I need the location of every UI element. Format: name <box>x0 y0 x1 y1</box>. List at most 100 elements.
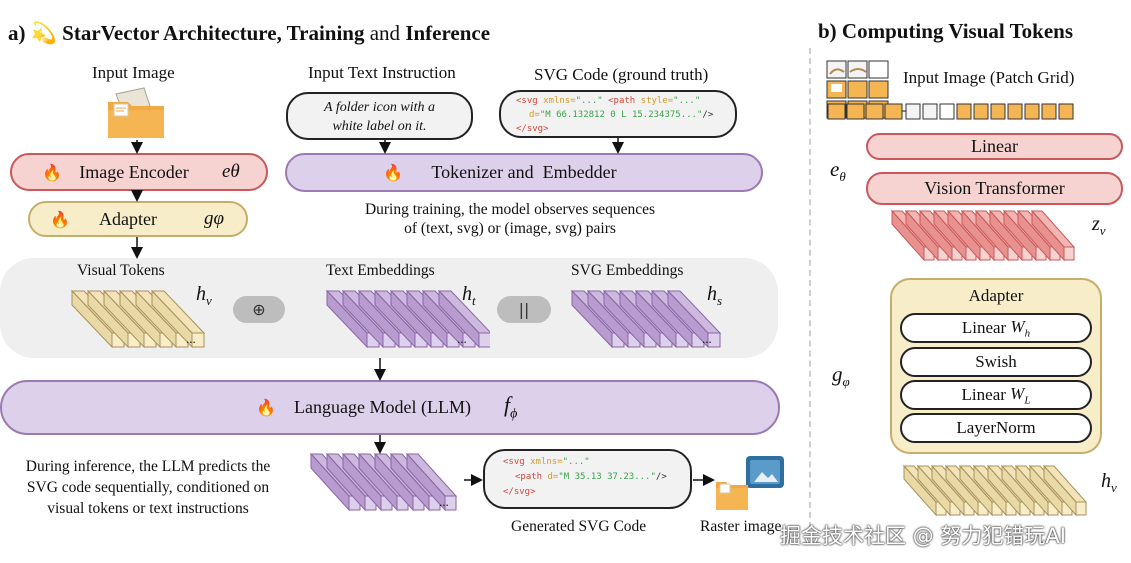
gt-code-close: /> <box>702 110 714 120</box>
svg-code-label: SVG Code (ground truth) <box>534 65 709 84</box>
linear-block: Linear <box>866 133 1123 160</box>
ellipsis: ... <box>439 494 449 509</box>
g-phi-symbol: gφ <box>832 362 850 390</box>
gt-code-xmlns-attr: xmlns= <box>537 96 576 106</box>
svg-embeddings-label: SVG Embeddings <box>571 262 684 279</box>
gt-code-style-value: "..." <box>673 96 701 106</box>
raster-image-label: Raster image <box>700 518 782 535</box>
patch-cell <box>1024 103 1040 120</box>
gt-code-path-tag: <path <box>602 96 636 106</box>
adapter-detail-title: Adapter <box>968 286 1024 305</box>
gt-code-line-3: </svg> <box>516 124 549 134</box>
llm-block: 🔥 Language Model (LLM) fϕ <box>0 380 780 435</box>
linear-wl-label: Linear <box>961 385 1006 404</box>
image-encoder-block: 🔥 Image Encoder eθ <box>10 153 268 191</box>
input-image-label: Input Image <box>92 63 175 82</box>
gen-code-xmlns-value: "..." <box>562 457 590 467</box>
patch-cell <box>846 103 865 120</box>
panel-a-title: a) 💫 StarVector Architecture, Training a… <box>8 21 490 46</box>
concat-operator: || <box>497 296 551 323</box>
ellipsis: ... <box>186 331 196 346</box>
token-slab <box>150 289 206 349</box>
text-embeddings-label: Text Embeddings <box>326 262 435 279</box>
text-embedding-stack: ... <box>325 289 490 349</box>
inference-note-line-1: During inference, the LLM predicts the <box>25 458 271 475</box>
panel-a-title-main: StarVector Architecture, Training <box>62 21 365 45</box>
token-slab <box>666 289 722 349</box>
gt-code-d-attr: d= <box>529 110 540 120</box>
patch-cell <box>1058 103 1074 120</box>
comet-icon: 💫 <box>30 21 57 45</box>
panel-a-prefix: a) <box>8 21 26 45</box>
watermark: 掘金技术社区 @ 努力犯错玩AI <box>780 524 1066 548</box>
gt-code-bubble: <svg xmlns="..." <path style="..." d="M … <box>499 90 737 138</box>
hs-symbol: hs <box>707 283 723 308</box>
flame-icon: 🔥 <box>50 209 70 229</box>
visual-tokens-label: Visual Tokens <box>77 262 165 279</box>
hv-output-symbol: hv <box>1101 470 1117 495</box>
image-encoder-symbol: eθ <box>222 161 240 182</box>
gen-code-d-attr: d= <box>542 472 559 482</box>
add-operator: ⊕ <box>233 296 285 323</box>
adapter-symbol: gφ <box>204 208 225 229</box>
patch-cell <box>865 103 884 120</box>
patch-cell <box>1007 103 1023 120</box>
panel-a-title-and: and <box>364 21 406 45</box>
patch-cell <box>1041 103 1057 120</box>
raster-image-icon <box>716 456 784 510</box>
swish-block: Swish <box>900 347 1092 377</box>
gen-code-svg-tag: <svg <box>503 457 525 467</box>
gen-code-line-1: <svg xmlns="..." <box>503 455 590 470</box>
gt-code-svg-tag: <svg <box>516 96 538 106</box>
tokenizer-label: Tokenizer and Embedder <box>431 162 617 182</box>
ellipsis: ... <box>702 331 712 346</box>
ellipsis: ... <box>457 331 467 346</box>
tokenizer-block: 🔥 Tokenizer and Embedder <box>285 153 763 192</box>
e-theta-symbol: eθ <box>830 157 846 185</box>
flame-icon: 🔥 <box>256 398 276 417</box>
svg-embedding-stack: ... <box>570 289 722 349</box>
input-text-label: Input Text Instruction <box>308 63 456 82</box>
patch-cell <box>990 103 1006 120</box>
gt-code-xmlns-value: "..." <box>575 96 603 106</box>
flame-icon: 🔥 <box>383 163 403 182</box>
patch-grid-label: Input Image (Patch Grid) <box>903 68 1075 87</box>
inference-note: During inference, the LLM predicts the S… <box>8 456 288 519</box>
token-slab <box>405 452 458 512</box>
training-note-line-1: During training, the model observes sequ… <box>364 201 656 218</box>
inference-note-line-3: visual tokens or text instructions <box>47 500 249 517</box>
zv-symbol: zv <box>1092 213 1106 238</box>
training-note: During training, the model observes sequ… <box>330 200 690 238</box>
patch-cell <box>827 103 846 120</box>
patch-cell <box>973 103 989 120</box>
patch-sequence <box>827 103 1074 120</box>
linear-wl-block: Linear WL <box>900 380 1092 410</box>
token-slab <box>437 289 490 349</box>
panel-b-title: b) Computing Visual Tokens <box>818 19 1074 43</box>
linear-wh-block: Linear Wh <box>900 313 1092 343</box>
generated-svg-label: Generated SVG Code <box>511 518 647 535</box>
patch-cell <box>905 103 921 120</box>
inference-note-line-2: SVG code sequentially, conditioned on <box>26 479 270 496</box>
hv-output-stack <box>902 464 1088 517</box>
image-encoder-label: Image Encoder <box>79 161 189 182</box>
generated-code-bubble: <svg xmlns="..." <path d="M 35.13 37.23.… <box>483 449 692 509</box>
llm-symbol: fϕ <box>504 392 518 422</box>
gt-code-d-value: "M 66.132812 0 L 15.234375..." <box>539 110 703 120</box>
gen-code-line-3: </svg> <box>503 487 536 497</box>
training-note-line-2: of (text, svg) or (image, svg) pairs <box>404 220 616 237</box>
gt-code-style-attr: style= <box>635 96 674 106</box>
wl-symbol: WL <box>1010 383 1031 407</box>
token-slab <box>1042 464 1088 517</box>
gen-code-path-tag: <path <box>515 472 543 482</box>
patch-cell <box>956 103 972 120</box>
output-token-stack: ... <box>309 452 458 512</box>
gen-code-line-2: <path d="M 35.13 37.23..."/> <box>515 470 667 485</box>
adapter-block: 🔥 Adapter gφ <box>28 201 248 237</box>
vit-block: Vision Transformer <box>866 172 1123 205</box>
patch-cell <box>884 103 903 120</box>
llm-label: Language Model (LLM) <box>294 397 471 417</box>
panel-separator <box>809 48 811 528</box>
patch-cell <box>922 103 938 120</box>
hv-symbol: hv <box>196 283 212 308</box>
